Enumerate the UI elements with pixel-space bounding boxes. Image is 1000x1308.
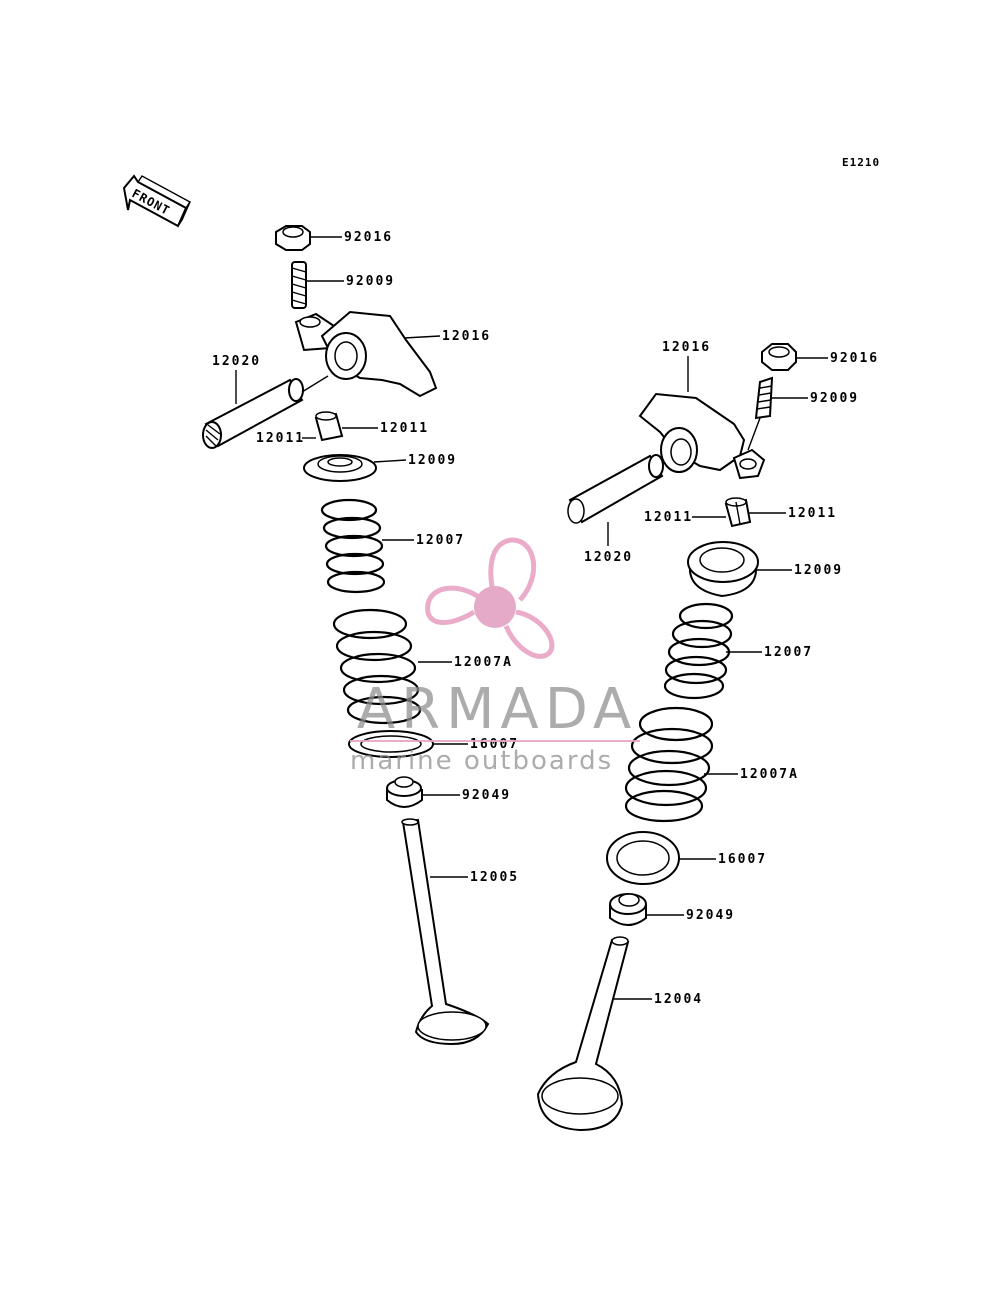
shaft-right-part [567, 454, 664, 524]
stud-left-part [291, 261, 307, 309]
callout-label: 12004 [654, 992, 703, 1007]
callout-label: 92009 [810, 391, 859, 406]
outer-spring-right-part [624, 706, 714, 823]
retainer-right-part [687, 541, 759, 598]
callout-label: 12016 [442, 329, 491, 344]
keeper-right-part [724, 497, 752, 528]
callout-label: 92049 [686, 908, 735, 923]
callout-label: 12007A [740, 767, 799, 782]
callout-label: 12016 [662, 340, 711, 355]
callout-label: 12009 [408, 453, 457, 468]
valve-left-part [401, 818, 490, 1046]
rocker-left-part [294, 310, 438, 398]
callout-label: 92049 [462, 788, 511, 803]
inner-spring-left-part [320, 498, 386, 594]
callout-label: 12011 [644, 510, 693, 525]
callout-label: 12007 [416, 533, 465, 548]
watermark-brand: ARMADA [357, 677, 637, 742]
rocker-right-part [638, 392, 766, 480]
callout-label: 92016 [830, 351, 879, 366]
watermark-tagline: marine outboards [350, 746, 613, 776]
inner-spring-right-part [663, 602, 734, 700]
nut-left-part [275, 225, 311, 251]
leader-lines [235, 236, 828, 1000]
callout-label: 92016 [344, 230, 393, 245]
seal-left-part [386, 776, 423, 808]
callout-label: 12011 [256, 431, 305, 446]
front-arrow-icon: FRONT [122, 174, 192, 228]
callout-label: 12011 [788, 506, 837, 521]
callout-label: 12009 [794, 563, 843, 578]
callout-label: 12005 [470, 870, 519, 885]
keeper-left-part [314, 411, 344, 442]
diagram-code: E1210 [842, 156, 880, 169]
callout-label: 92009 [346, 274, 395, 289]
nut-right-part [761, 343, 797, 371]
valve-right-part [536, 936, 630, 1132]
stud-right-part [747, 376, 774, 451]
callout-label: 12007A [454, 655, 513, 670]
callout-label: 12020 [584, 550, 633, 565]
seat-right-part [606, 831, 680, 885]
callout-label: 12020 [212, 354, 261, 369]
callout-label: 12011 [380, 421, 429, 436]
propeller-logo-icon [425, 537, 555, 659]
propeller-hub-icon [474, 586, 516, 628]
callout-label: 12007 [764, 645, 813, 660]
retainer-left-part [303, 454, 377, 482]
seal-right-part [609, 893, 647, 926]
outer-spring-left-part [332, 608, 422, 725]
watermark: ARMADA marine outboards [350, 537, 640, 776]
shaft-left-part [202, 375, 329, 449]
callout-label: 16007 [718, 852, 767, 867]
